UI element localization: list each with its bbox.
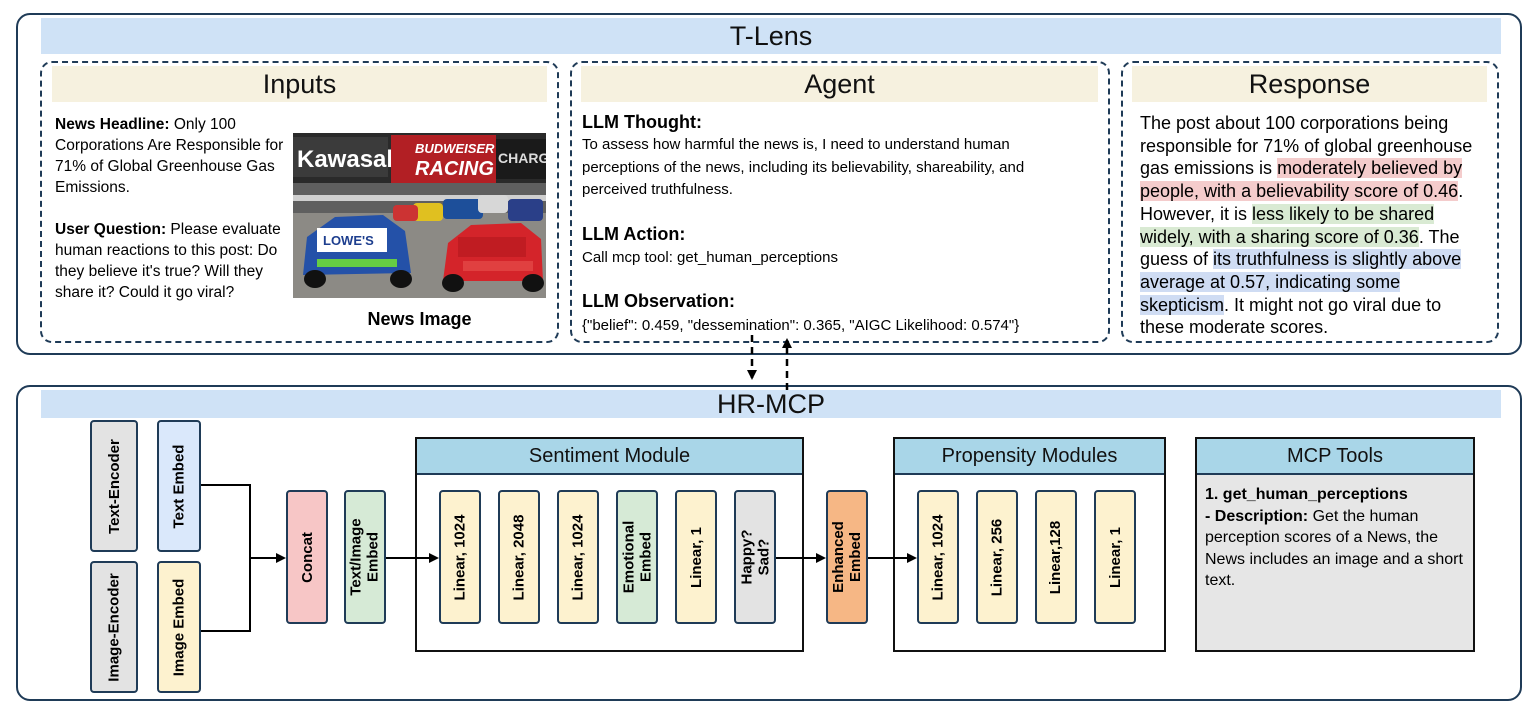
sentiment-module-title: Sentiment Module: [417, 439, 802, 475]
news-image-caption: News Image: [367, 309, 472, 329]
agent-section: [570, 61, 1110, 343]
photo-car-text: LOWE'S: [323, 233, 374, 248]
agent-title: Agent: [581, 66, 1098, 102]
llm-thought-label: LLM Thought:: [582, 112, 702, 132]
image-embed-block: Image Embed: [157, 561, 201, 693]
response-p4: . It might not go viral due to these mod…: [1140, 294, 1442, 338]
photo-brand-1: Kawasaki: [297, 146, 406, 173]
text-encoder-block: Text-Encoder: [90, 420, 138, 552]
mcp-tools-title: MCP Tools: [1197, 439, 1473, 475]
mcp-desc-label: - Description:: [1205, 507, 1309, 525]
sentiment-linear-1: Linear, 1: [675, 490, 717, 624]
mcp-tool-name: 1. get_human_perceptions: [1205, 486, 1408, 503]
text-embed-block: Text Embed: [157, 420, 201, 552]
response-title: Response: [1132, 66, 1487, 102]
user-question-text: Please evaluate human reactions to this …: [55, 221, 281, 301]
news-headline-text: Only 100 Corporations Are Responsible fo…: [55, 116, 284, 196]
response-p3: . The guess of: [1140, 226, 1460, 270]
tlens-banner: T-Lens: [41, 18, 1501, 54]
image-encoder-block: Image-Encoder: [90, 561, 138, 693]
concat-block: Concat: [286, 490, 328, 624]
llm-thought-text: To assess how harmful the news is, I nee…: [582, 136, 1025, 198]
propensity-linear-1024: Linear, 1024: [917, 490, 959, 624]
propensity-linear-1: Linear, 1: [1094, 490, 1136, 624]
photo-brand-4: CHARG: [498, 150, 546, 166]
news-headline: News Headline: Only 100 Corporations Are…: [55, 114, 285, 198]
sentiment-linear-1024-a: Linear, 1024: [439, 490, 481, 624]
embed-bracket: [201, 484, 251, 632]
user-question: User Question: Please evaluate human rea…: [55, 219, 291, 303]
response-p1: The post about 100 corporations being re…: [1140, 113, 1473, 179]
propensity-linear-128: Linear,128: [1035, 490, 1077, 624]
user-question-label: User Question:: [55, 221, 167, 238]
inputs-title: Inputs: [52, 66, 547, 102]
enhanced-embed-block: Enhanced Embed: [826, 490, 868, 624]
emotional-embed-block: Emotional Embed: [616, 490, 658, 624]
propensity-module-title: Propensity Modules: [895, 439, 1164, 475]
llm-observation-label: LLM Observation:: [582, 291, 736, 311]
mcp-tool-description: 1. get_human_perceptions - Description: …: [1205, 484, 1467, 592]
text-image-embed-block: Text/Image Embed: [344, 490, 386, 624]
mcp-desc-text: Get the human perception scores of a New…: [1205, 507, 1463, 590]
photo-brand-2: BUDWEISER: [415, 141, 495, 156]
llm-observation-text: {"belief": 0.459, "dessemination": 0.365…: [582, 317, 1020, 334]
sentiment-linear-2048: Linear, 2048: [498, 490, 540, 624]
happy-sad-block: Happy? Sad?: [734, 490, 776, 624]
photo-brand-3: RACING: [415, 158, 494, 180]
news-image: Kawasaki BUDWEISER RACING CHARG LOWE'S: [293, 133, 546, 298]
llm-action-label: LLM Action:: [582, 224, 686, 244]
response-text: The post about 100 corporations being re…: [1140, 112, 1490, 339]
sentiment-linear-1024-b: Linear, 1024: [557, 490, 599, 624]
llm-action-text: Call mcp tool: get_human_perceptions: [582, 249, 838, 266]
hrmcp-banner: HR-MCP: [41, 389, 1501, 419]
propensity-linear-256: Linear, 256: [976, 490, 1018, 624]
response-p2: . However, it is: [1140, 181, 1464, 224]
news-headline-label: News Headline:: [55, 116, 170, 133]
